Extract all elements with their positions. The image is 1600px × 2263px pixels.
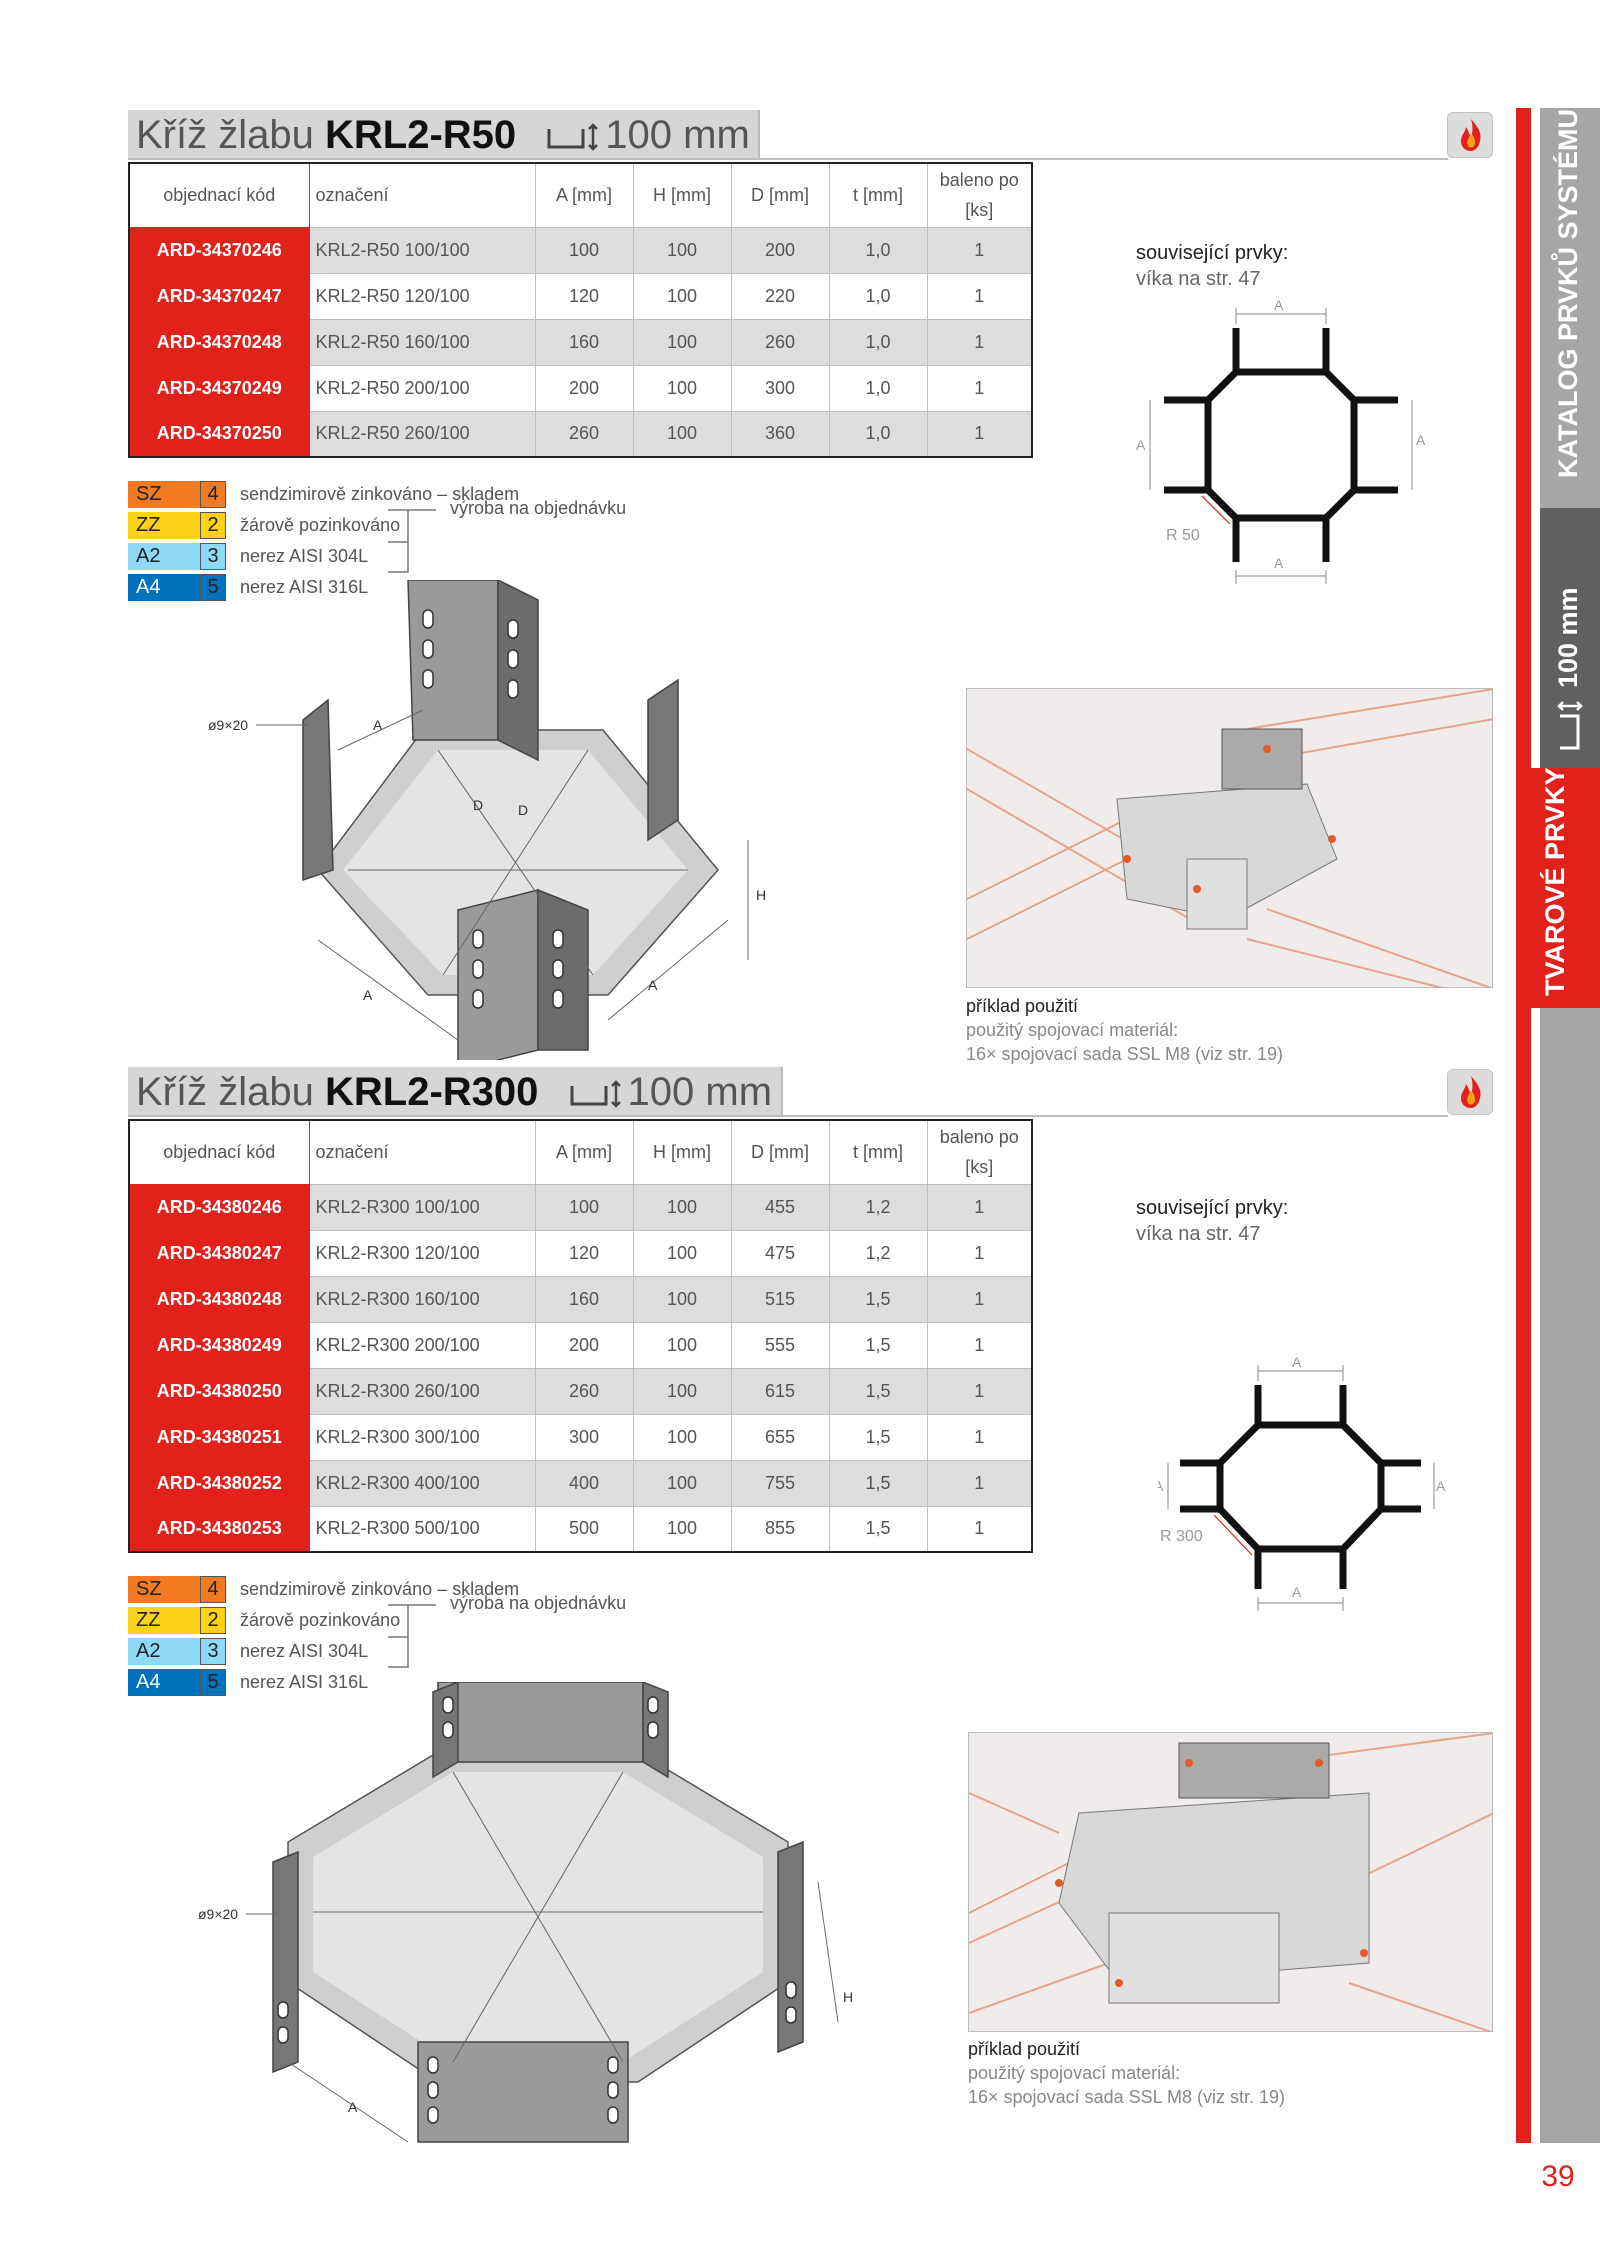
hole-label: ø9×20: [208, 717, 248, 733]
dim-label-bottom: A: [1274, 555, 1284, 571]
section-krl2-r300: Kříž žlabu KRL2-R300 100 mm objednací kó…: [128, 1067, 1493, 2167]
sidebar-catalog-label: KATALOG PRVKŮ SYSTÉMU: [1553, 108, 1583, 478]
iso-label-d: D: [473, 797, 483, 813]
fire-resistance-icon: [1447, 1069, 1493, 1115]
product-drawing-r300: A H ø9×20: [198, 1682, 853, 2143]
order-note: výroba na objednávku: [450, 498, 627, 518]
tray-height-icon: [547, 123, 599, 152]
legend-bracket: [388, 509, 436, 573]
iso-label-a2: A: [648, 977, 658, 993]
dim-label-right: A: [1416, 432, 1426, 448]
sidebar-category-block: [1516, 768, 1600, 1008]
product-drawing-r50: A A A D D H ø9×20: [208, 580, 766, 1060]
sidebar-height-label: 100 mm: [1553, 587, 1584, 752]
sidebar-height-block: [1540, 508, 1600, 768]
page-number: 39: [1541, 2160, 1575, 2193]
sidebar-red-stripe: [1516, 108, 1531, 2143]
example-caption-r50: příklad použití použitý spojovací materi…: [966, 996, 1283, 1064]
radius-label: R 50: [1166, 527, 1200, 544]
tray-height-icon: [570, 1080, 621, 1109]
dim-label-right: A: [1436, 1478, 1446, 1494]
octagon-diagram-r50: A A A A R 50: [1136, 300, 1426, 584]
section-title: Kříž žlabu KRL2-R50 100 mm: [136, 113, 750, 157]
related-items: související prvky: víka na str. 47: [1136, 1197, 1289, 1245]
iso-label-a3: A: [373, 717, 383, 733]
hole-label: ø9×20: [198, 1906, 238, 1922]
section-title-bar: Kříž žlabu KRL2-R300 100 mm: [128, 1067, 1493, 1117]
sidebar-height-text: 100 mm: [1553, 587, 1583, 688]
fire-resistance-icon: [1447, 112, 1493, 158]
section-title-bar: Kříž žlabu KRL2-R50 100 mm: [128, 110, 1493, 160]
dim-label-bottom: A: [1292, 1584, 1302, 1600]
section-krl2-r50: Kříž žlabu KRL2-R50 100 mm objednací kód…: [128, 110, 1493, 1070]
iso-label-d2: D: [518, 802, 528, 818]
related-items: související prvky: víka na str. 47: [1136, 242, 1289, 290]
tray-icon: [1557, 701, 1583, 750]
sidebar-category-label: TVAROVÉ PRVKY: [1540, 767, 1570, 996]
iso-label-a: A: [348, 2099, 358, 2115]
radius-label: R 300: [1160, 1528, 1203, 1545]
dim-label-left: A: [1158, 1478, 1164, 1494]
example-caption-r300: příklad použití použitý spojovací materi…: [968, 2039, 1285, 2107]
example-photo-r50: [966, 688, 1493, 988]
dim-label-top: A: [1274, 300, 1284, 313]
octagon-diagram-r300: A A A A R 300: [1158, 1357, 1446, 1611]
product-table-r50: objednací kód označení A [mm] H [mm] D […: [128, 162, 1033, 458]
sidebar-grey-stripe: [1540, 108, 1600, 2143]
iso-label-h: H: [756, 887, 766, 903]
iso-label-a: A: [363, 987, 373, 1003]
example-photo-r300: [968, 1732, 1493, 2032]
order-note: výroba na objednávku: [450, 1593, 627, 1613]
legend-bracket: [388, 1604, 436, 1668]
section-title: Kříž žlabu KRL2-R300 100 mm: [136, 1070, 773, 1114]
dim-label-left: A: [1136, 437, 1146, 453]
table-header-row: objednací kód označení A [mm] H [mm] D […: [128, 1119, 1033, 1185]
product-table-r300: objednací kód označení A [mm] H [mm] D […: [128, 1119, 1033, 1553]
dim-label-top: A: [1292, 1357, 1302, 1370]
iso-label-h: H: [843, 1989, 853, 2005]
table-header-row: objednací kód označení A [mm] H [mm] D […: [128, 162, 1033, 228]
